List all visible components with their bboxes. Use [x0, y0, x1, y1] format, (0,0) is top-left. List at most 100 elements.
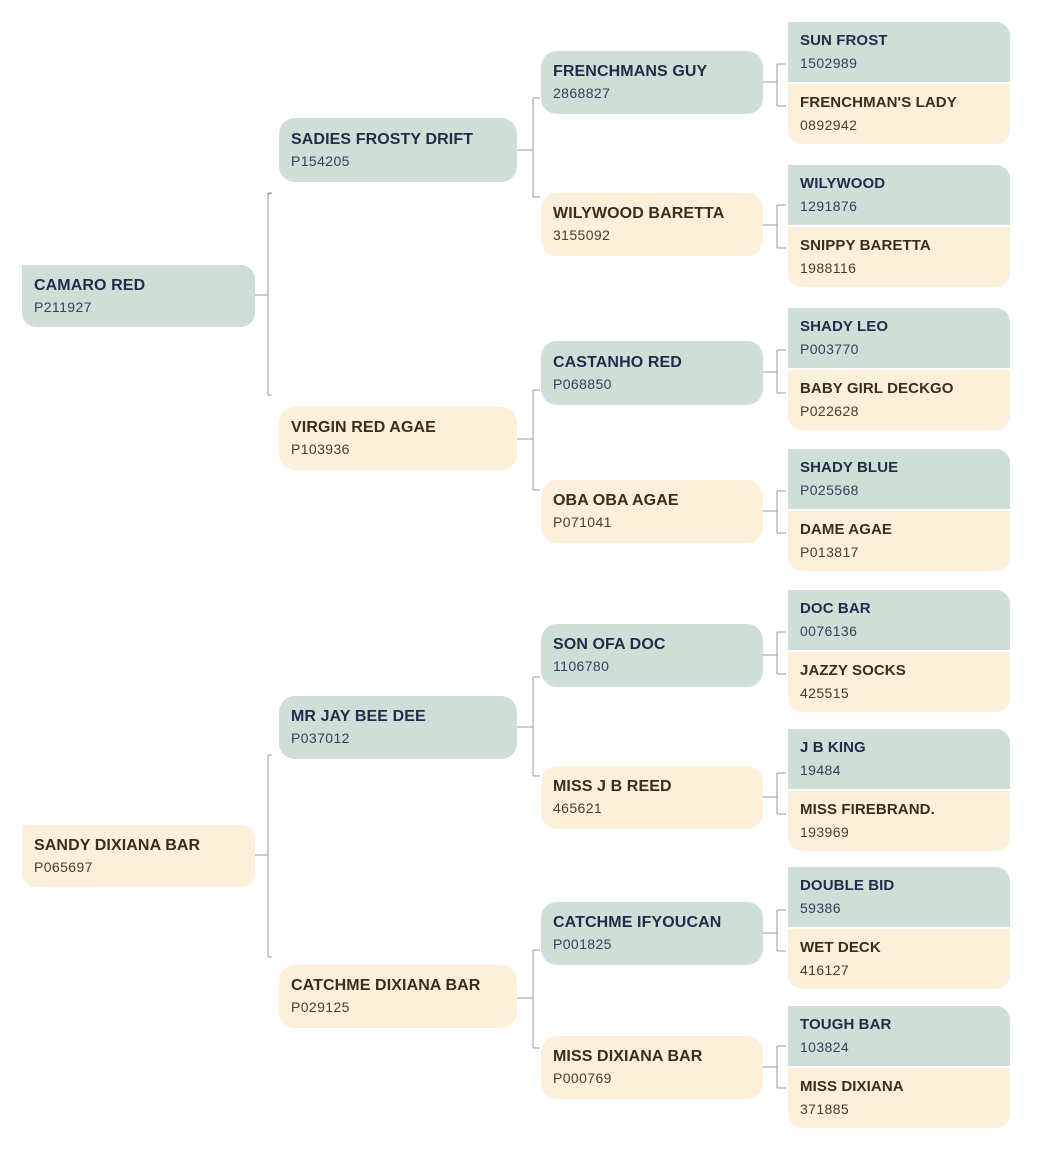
connector-b-sire-gen2	[517, 676, 540, 777]
horse-registration: 371885	[800, 1100, 850, 1117]
connector-a-sire-gen2	[517, 97, 540, 198]
horse-card-wilywood[interactable]: WILYWOOD 1291876	[788, 165, 1010, 225]
horse-registration: P025568	[800, 481, 859, 498]
horse-card-shady-leo[interactable]: SHADY LEO P003770	[788, 308, 1010, 368]
horse-name: WILYWOOD	[800, 174, 886, 192]
horse-card-miss-j-b-reed[interactable]: MISS J B REED 465621	[541, 766, 763, 829]
horse-registration: P037012	[291, 730, 350, 747]
horse-registration: 1291876	[800, 197, 858, 214]
horse-name: CATCHME DIXIANA BAR	[291, 977, 481, 995]
horse-registration: P071041	[553, 514, 612, 531]
horse-name: MISS FIREBRAND.	[800, 800, 935, 818]
horse-name: SANDY DIXIANA BAR	[34, 836, 201, 854]
horse-card-miss-firebrand[interactable]: MISS FIREBRAND. 193969	[788, 791, 1010, 851]
horse-name: JAZZY SOCKS	[800, 661, 906, 679]
horse-registration: 425515	[800, 684, 850, 701]
horse-registration: P068850	[553, 375, 612, 392]
horse-registration: 103824	[800, 1038, 850, 1055]
connector-gen3-8	[763, 1045, 786, 1089]
horse-name: MISS DIXIANA BAR	[553, 1048, 703, 1066]
horse-name: FRENCHMANS GUY	[553, 63, 708, 81]
horse-registration: P154205	[291, 152, 350, 169]
connector-gen3-3	[763, 349, 786, 394]
horse-registration: 465621	[553, 800, 603, 817]
horse-name: SHADY BLUE	[800, 458, 899, 476]
horse-card-baby-girl-deckgo[interactable]: BABY GIRL DECKGO P022628	[788, 370, 1010, 430]
horse-registration: 59386	[800, 899, 841, 916]
horse-card-castanho-red[interactable]: CASTANHO RED P068850	[541, 341, 763, 405]
horse-name: CAMARO RED	[34, 276, 146, 294]
horse-card-catchme-ifyoucan[interactable]: CATCHME IFYOUCAN P001825	[541, 902, 763, 965]
horse-name: OBA OBA AGAE	[553, 492, 679, 510]
horse-card-wet-deck[interactable]: WET DECK 416127	[788, 929, 1010, 989]
horse-name: TOUGH BAR	[800, 1015, 892, 1033]
horse-card-sadies-frosty-drift[interactable]: SADIES FROSTY DRIFT P154205	[279, 118, 517, 182]
horse-registration: 3155092	[553, 227, 611, 244]
connector-a-gen1	[255, 192, 272, 396]
connector-a-dam-gen2	[517, 389, 540, 491]
horse-card-j-b-king[interactable]: J B KING 19484	[788, 729, 1010, 789]
horse-registration: P065697	[34, 858, 93, 875]
horse-card-miss-dixiana[interactable]: MISS DIXIANA 371885	[788, 1068, 1010, 1128]
horse-card-sandy-dixiana-bar[interactable]: SANDY DIXIANA BAR P065697	[22, 825, 255, 887]
horse-name: SUN FROST	[800, 31, 888, 49]
horse-card-mr-jay-bee-dee[interactable]: MR JAY BEE DEE P037012	[279, 696, 517, 759]
horse-name: CATCHME IFYOUCAN	[553, 914, 722, 932]
horse-registration: P211927	[34, 298, 92, 315]
horse-name: VIRGIN RED AGAE	[291, 419, 436, 437]
horse-registration: P013817	[800, 543, 859, 560]
horse-registration: 193969	[800, 823, 850, 840]
horse-name: DOC BAR	[800, 599, 871, 617]
horse-registration: P103936	[291, 441, 350, 458]
horse-card-catchme-dixiana-bar[interactable]: CATCHME DIXIANA BAR P029125	[279, 965, 517, 1028]
horse-name: WILYWOOD BARETTA	[553, 205, 725, 223]
horse-registration: 416127	[800, 961, 850, 978]
horse-card-wilywood-baretta[interactable]: WILYWOOD BARETTA 3155092	[541, 193, 763, 256]
horse-name: MR JAY BEE DEE	[291, 708, 426, 726]
horse-name: SHADY LEO	[800, 317, 889, 335]
connector-gen3-2	[763, 204, 786, 249]
horse-name: SON OFA DOC	[553, 636, 666, 654]
horse-card-virgin-red-agae[interactable]: VIRGIN RED AGAE P103936	[279, 407, 517, 470]
horse-card-son-ofa-doc[interactable]: SON OFA DOC 1106780	[541, 624, 763, 687]
horse-name: MISS DIXIANA	[800, 1077, 904, 1095]
horse-name: SNIPPY BARETTA	[800, 236, 931, 254]
horse-card-doc-bar[interactable]: DOC BAR 0076136	[788, 590, 1010, 650]
horse-registration: 1106780	[553, 658, 610, 675]
horse-name: WET DECK	[800, 938, 881, 956]
connector-gen3-4	[763, 490, 786, 534]
horse-card-shady-blue[interactable]: SHADY BLUE P025568	[788, 449, 1010, 509]
connector-gen3-1	[763, 63, 786, 107]
connector-gen3-6	[763, 772, 786, 815]
horse-name: FRENCHMAN'S LADY	[800, 93, 957, 111]
horse-name: DAME AGAE	[800, 520, 893, 538]
horse-card-oba-oba-agae[interactable]: OBA OBA AGAE P071041	[541, 480, 763, 543]
horse-name: CASTANHO RED	[553, 353, 682, 371]
connector-gen3-5	[763, 631, 786, 675]
horse-card-frenchmans-lady[interactable]: FRENCHMAN'S LADY 0892942	[788, 84, 1010, 144]
horse-registration: P022628	[800, 402, 859, 419]
horse-card-tough-bar[interactable]: TOUGH BAR 103824	[788, 1006, 1010, 1066]
horse-name: DOUBLE BID	[800, 876, 895, 894]
horse-card-miss-dixiana-bar[interactable]: MISS DIXIANA BAR P000769	[541, 1036, 763, 1099]
horse-card-frenchmans-guy[interactable]: FRENCHMANS GUY 2868827	[541, 51, 763, 114]
horse-card-sun-frost[interactable]: SUN FROST 1502989	[788, 22, 1010, 82]
horse-card-camaro-red[interactable]: CAMARO RED P211927	[22, 265, 255, 327]
horse-card-dame-agae[interactable]: DAME AGAE P013817	[788, 511, 1010, 571]
horse-registration: P003770	[800, 340, 859, 357]
horse-name: MISS J B REED	[553, 778, 672, 796]
connector-b-dam-gen2	[517, 949, 540, 1049]
horse-name: BABY GIRL DECKGO	[800, 379, 954, 397]
horse-registration: P029125	[291, 999, 350, 1016]
horse-registration: 1988116	[800, 259, 857, 276]
horse-registration: 0076136	[800, 622, 858, 639]
horse-registration: P000769	[553, 1070, 612, 1087]
horse-name: SADIES FROSTY DRIFT	[291, 130, 474, 148]
horse-card-snippy-baretta[interactable]: SNIPPY BARETTA 1988116	[788, 227, 1010, 287]
horse-card-double-bid[interactable]: DOUBLE BID 59386	[788, 867, 1010, 927]
horse-registration: 2868827	[553, 85, 611, 102]
connector-b-gen1	[255, 754, 272, 958]
horse-card-jazzy-socks[interactable]: JAZZY SOCKS 425515	[788, 652, 1010, 712]
